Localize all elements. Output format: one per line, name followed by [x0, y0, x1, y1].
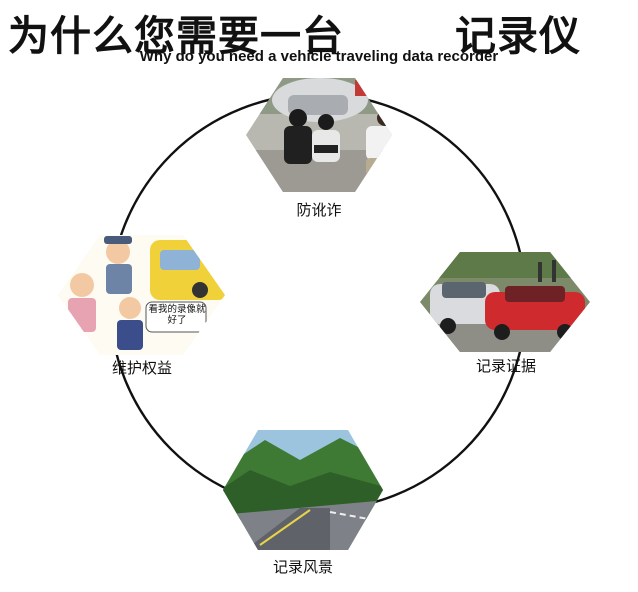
mountain-road-photo [223, 430, 383, 550]
cartoon-traffic-dispute [58, 235, 225, 355]
title-row: 为什么您需要一台 记录仪 Why do you need a vehicle t… [0, 0, 638, 65]
node-label-record-evidence: 记录证据 [475, 357, 536, 375]
page-subtitle-english: Why do you need a vehicle traveling data… [139, 48, 499, 65]
page-title-chinese: 为什么您需要一台 [8, 12, 344, 60]
page-title-chinese-right: 记录仪 [455, 12, 581, 60]
cartoon-speech-bubble-text: 看我的录像就好了 [148, 304, 206, 326]
node-label-scenery: 记录风景 [272, 558, 333, 576]
node-label-rights: 维护权益 [111, 359, 172, 377]
node-label-fraud: 防讹诈 [296, 201, 342, 219]
roadside-accident-photo [246, 78, 392, 192]
car-collision-photo [420, 252, 590, 352]
